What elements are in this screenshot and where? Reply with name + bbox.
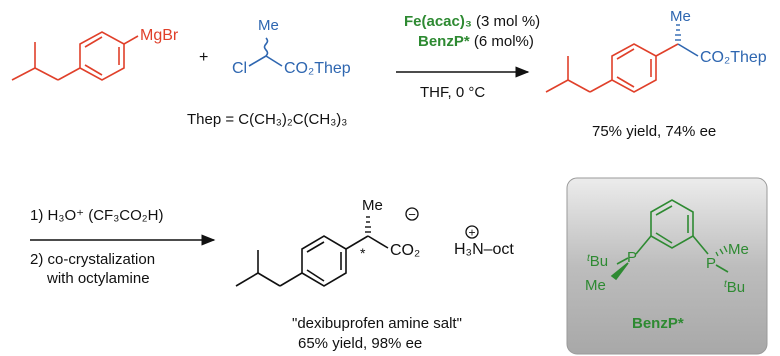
negative-charge-icon xyxy=(405,207,419,221)
catalyst-line: Fe(acac)₃ (3 mol %) xyxy=(404,13,540,30)
ligand-me-right: Me xyxy=(728,241,749,258)
ligand-p-right: P xyxy=(706,255,716,272)
positive-charge-sign: + xyxy=(468,226,475,240)
mgbr-label: MgBr xyxy=(140,27,179,44)
product1-me: Me xyxy=(670,8,691,25)
ligand-p-left: P xyxy=(627,249,637,266)
step1-conditions: THF, 0 °C xyxy=(420,84,485,101)
product2-name: "dexibuprofen amine salt" xyxy=(292,315,462,332)
ligand-structure xyxy=(610,199,729,281)
catalyst-ligand: BenzP* xyxy=(418,33,470,50)
ammonium-label: H₃N–oct xyxy=(454,241,514,258)
catalyst-metal-loading: (3 mol %) xyxy=(472,13,540,30)
ligand-line: BenzP* (6 mol%) xyxy=(418,33,534,50)
step2-yield: 65% yield, 98% ee xyxy=(298,335,422,352)
step2-line1: 1) H₃O⁺ (CF₃CO₂H) xyxy=(30,207,163,224)
positive-charge-icon xyxy=(465,225,479,239)
chloroester-me: Me xyxy=(258,17,279,34)
thep-definition: Thep = C(CH₃)₂C(CH₃)₃ xyxy=(187,111,347,128)
chloroester-ester: CO₂Thep xyxy=(284,60,351,77)
ligand-box: tBu P Me P Me tBu BenzP* xyxy=(566,177,768,355)
dexibuprofen-structure xyxy=(235,216,389,287)
negative-charge-sign: − xyxy=(408,207,416,222)
chloroester-cl: Cl xyxy=(232,60,247,77)
ligand-name: BenzP* xyxy=(632,315,684,332)
ligand-me-left: Me xyxy=(585,277,606,294)
step2-line2: 2) co-crystalization xyxy=(30,251,155,268)
step1-yield: 75% yield, 74% ee xyxy=(592,123,716,140)
ligand-tbu-left: tBu xyxy=(587,253,608,270)
ligand-tbu-right: tBu xyxy=(724,279,745,296)
chloroester xyxy=(248,37,283,67)
carboxylate-label: CO₂ xyxy=(390,242,420,259)
grignard-reagent xyxy=(11,31,139,81)
product2-me: Me xyxy=(362,197,383,214)
product1-ester: CO₂Thep xyxy=(700,49,767,66)
catalyst-metal: Fe(acac)₃ xyxy=(404,13,472,30)
step1-product xyxy=(545,24,699,93)
plus-sign: + xyxy=(199,49,208,66)
step2-line3: with octylamine xyxy=(46,270,150,287)
catalyst-ligand-loading: (6 mol%) xyxy=(470,33,534,50)
stereocenter-mark: * xyxy=(360,245,366,261)
